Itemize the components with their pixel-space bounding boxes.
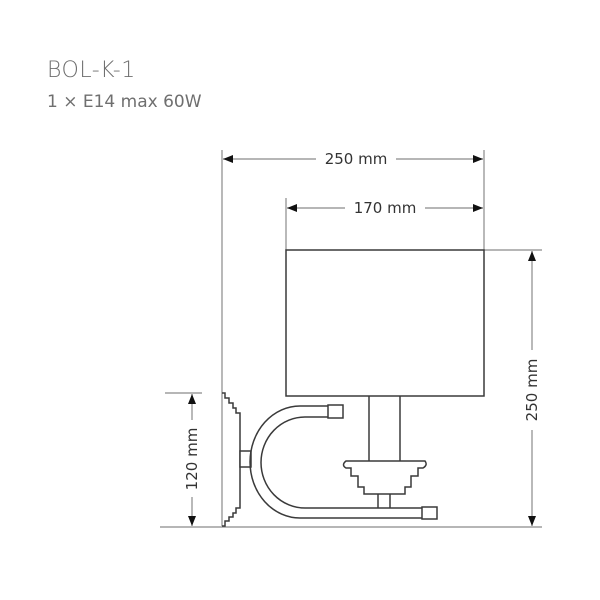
product-spec: 1 × E14 max 60W — [47, 92, 202, 112]
product-model-title: BOL-K-1 — [47, 58, 136, 83]
dim-label-total-height: 250 mm — [523, 359, 541, 422]
arm-end-cap-lower — [421, 506, 438, 520]
dimension-total-height: 250 mm — [523, 251, 541, 526]
arm-connector — [239, 450, 252, 468]
dim-label-total-width: 250 mm — [325, 150, 388, 168]
lamp-drawing — [222, 249, 485, 527]
wall-plate — [222, 392, 241, 527]
extension-lines — [160, 150, 542, 528]
dimension-shade-width: 170 mm — [287, 199, 483, 217]
dim-label-shade-width: 170 mm — [354, 199, 417, 217]
arm-end-cap-upper — [327, 404, 344, 419]
dimension-wall-plate-height: 120 mm — [183, 394, 201, 526]
lamp-shade — [285, 249, 485, 397]
candle-cup — [342, 460, 427, 495]
arm-inner — [260, 416, 422, 509]
arm-outer — [249, 405, 422, 519]
dim-label-wall-plate-height: 120 mm — [183, 428, 201, 491]
dimension-total-width: 250 mm — [223, 150, 483, 168]
